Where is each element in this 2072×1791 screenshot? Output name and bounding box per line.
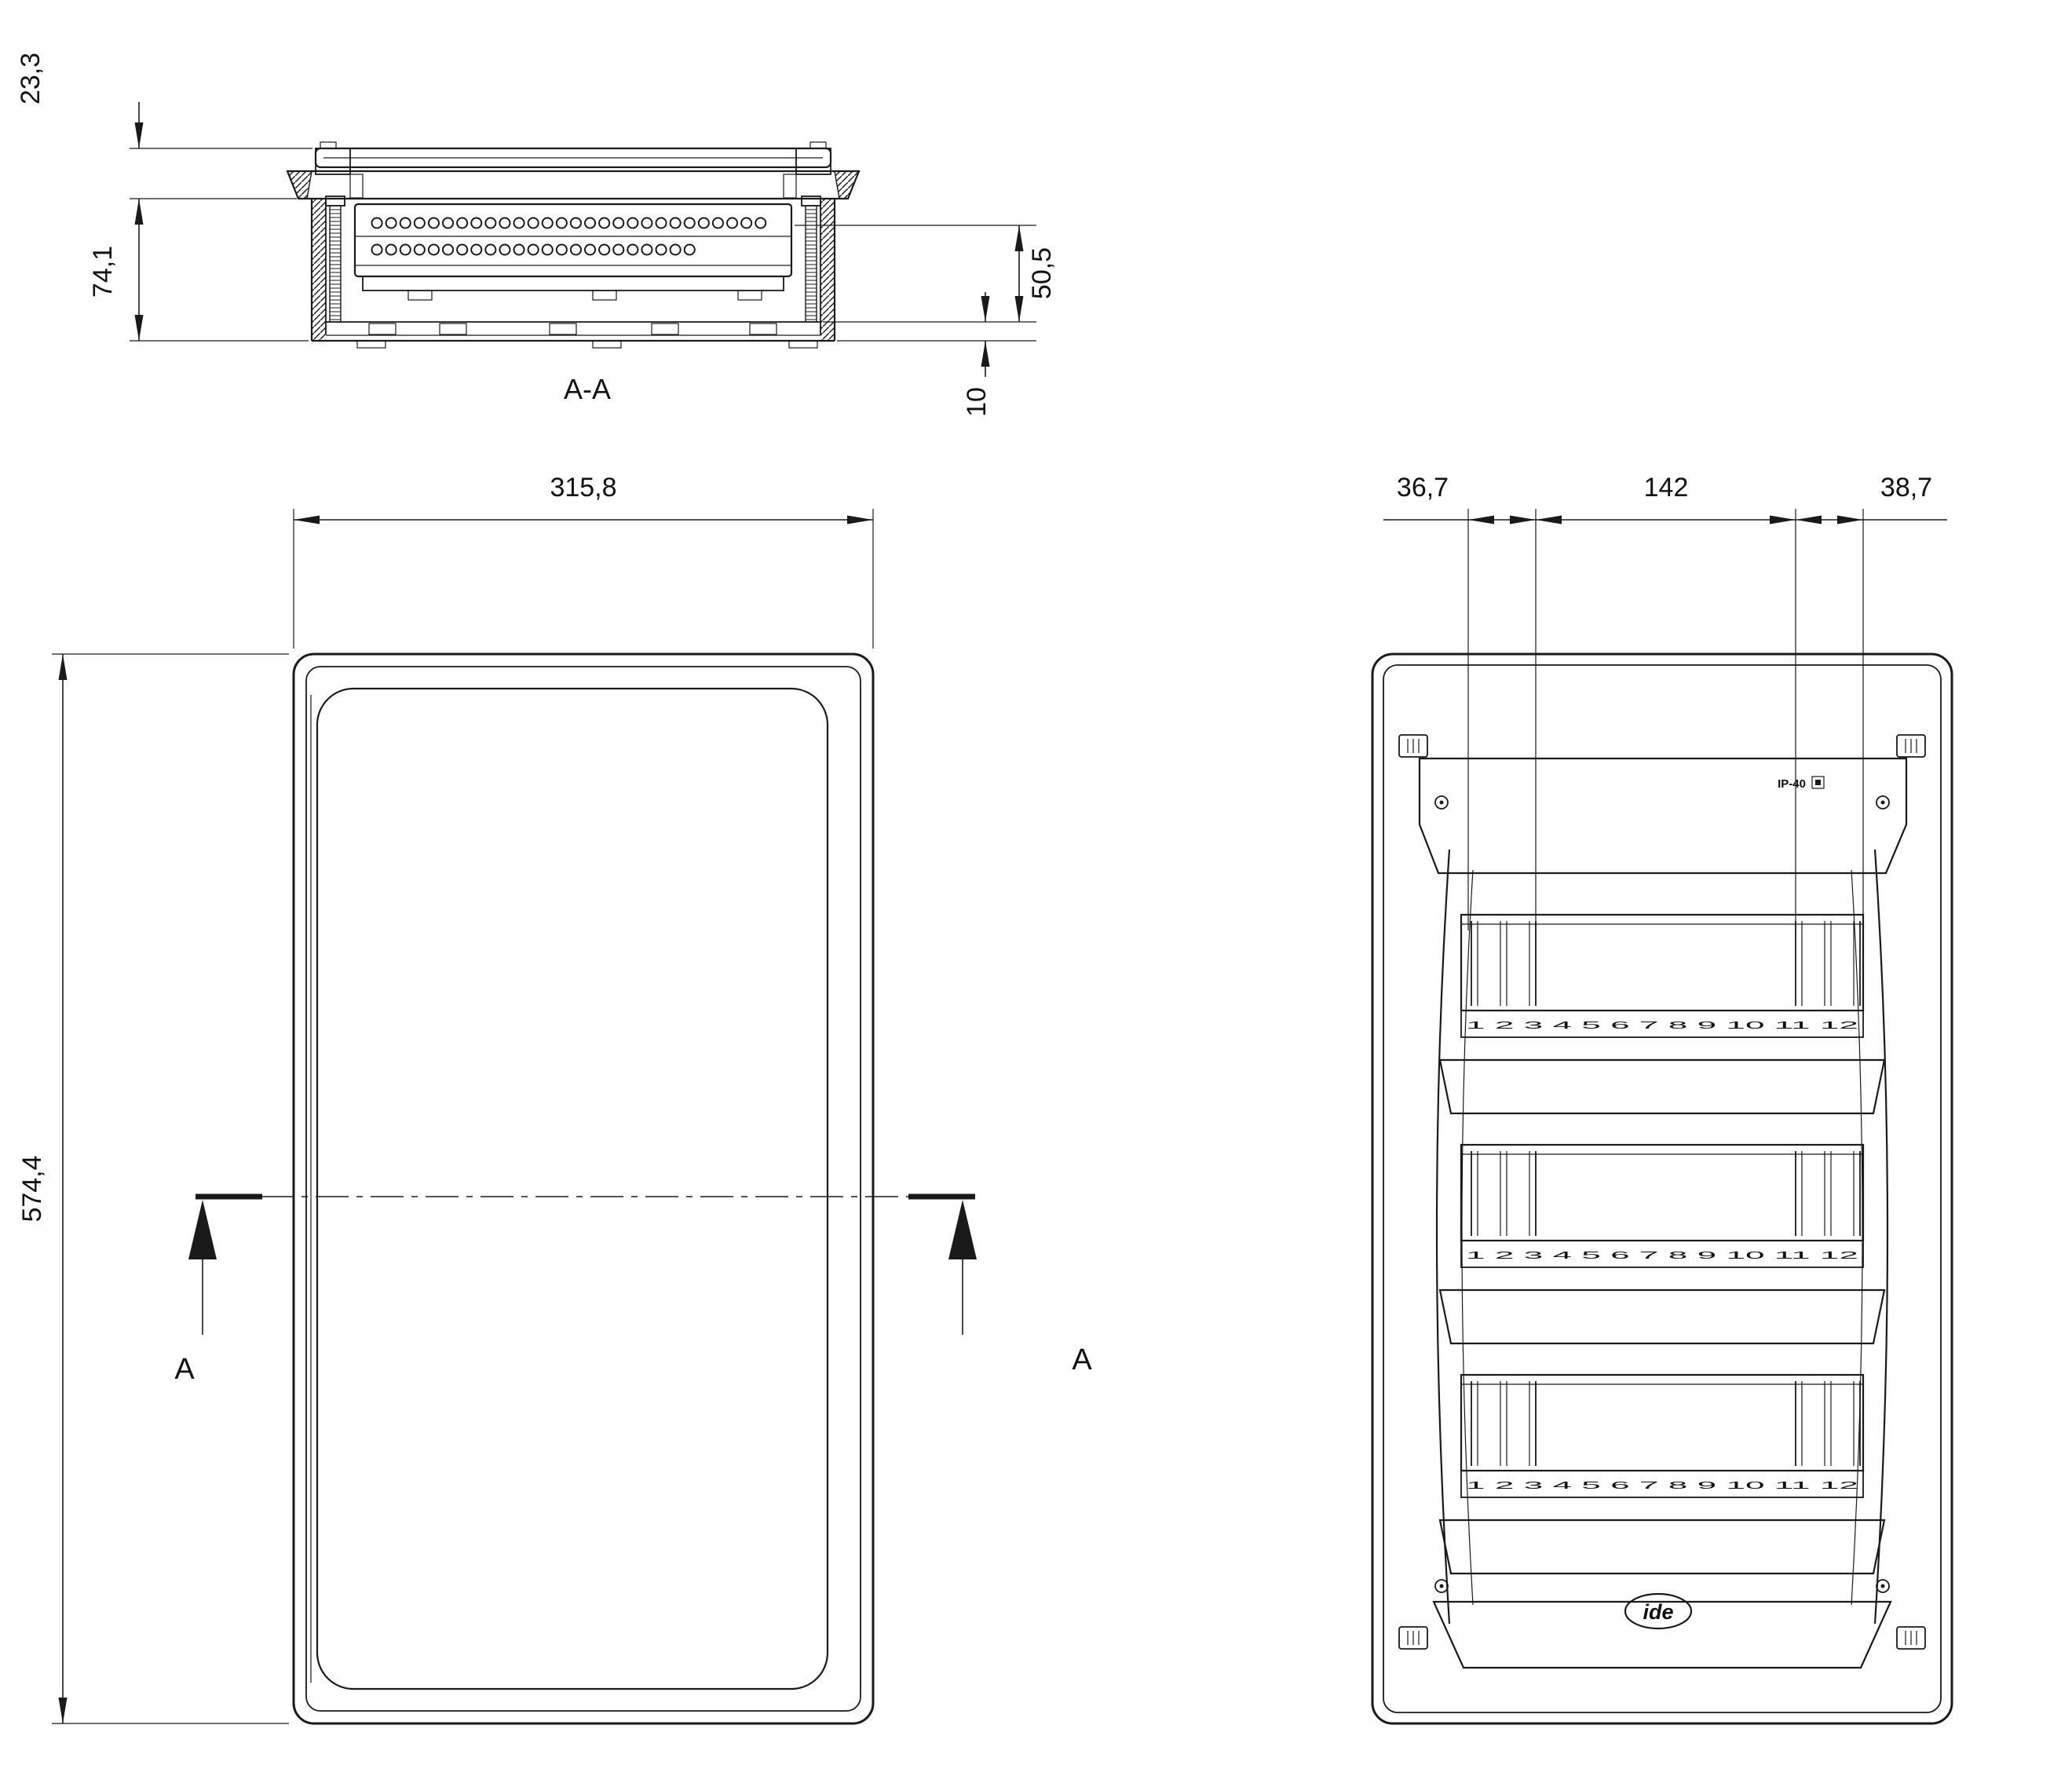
shelf-3 [1438, 1519, 1886, 1575]
corner-clip-bottom-left [1398, 1626, 1428, 1650]
front-door [316, 687, 829, 1690]
cut-label-right: A [1072, 1343, 1092, 1376]
section-title: A-A [564, 373, 611, 405]
section-cut-line: A A [174, 1193, 1092, 1386]
section-dim-left: 23,3 74,1 [16, 53, 312, 342]
section-door [314, 141, 832, 175]
section-terminal-strip [353, 203, 793, 278]
open-bottom-plate [1432, 1600, 1892, 1669]
module-scale-strip [1460, 1470, 1864, 1498]
screw-hole-bottom-left [1434, 1579, 1449, 1593]
module-scale-strip [1460, 1240, 1864, 1268]
section-screws [325, 196, 821, 323]
ip-rating-label: IP-40 [1778, 777, 1806, 791]
module-scale-row-1: 1 2 3 4 5 6 7 8 9 10 11 12 [1466, 1019, 1858, 1031]
front-inner-frame [305, 666, 861, 1712]
section-walls [310, 174, 836, 341]
corner-clip-bottom-right [1896, 1626, 1926, 1650]
dim-label-offset-right: 38,7 [1880, 473, 1932, 503]
front-dim-width: 315,8 [293, 473, 874, 649]
dim-label-depth-inner: 50,5 [1027, 247, 1057, 299]
module-scale-row-3: 1 2 3 4 5 6 7 8 9 10 11 12 [1466, 1479, 1858, 1491]
corner-clip-top-left [1398, 734, 1428, 758]
open-view: IP-40 1 2 3 4 5 6 7 8 9 10 11 12 [1371, 473, 1953, 1725]
section-frame [286, 170, 861, 200]
dim-label-width: 315,8 [550, 473, 616, 503]
shelf-1 [1438, 1058, 1886, 1115]
ip-rating-icon [1811, 776, 1825, 789]
module-row-1: 1 2 3 4 5 6 7 8 9 10 11 12 [1460, 913, 1865, 1038]
module-row-2: 1 2 3 4 5 6 7 8 9 10 11 12 [1460, 1143, 1865, 1268]
open-dims: 36,7 142 38,7 [1383, 473, 1947, 930]
dim-label-height: 574,4 [17, 1155, 47, 1222]
screw-hole-bottom-right [1876, 1579, 1890, 1593]
open-top-plate [1418, 757, 1908, 875]
dim-label-base: 10 [962, 387, 992, 417]
brand-logo-text: ide [1643, 1600, 1673, 1624]
open-inner-frame [1383, 664, 1942, 1713]
cut-label-left: A [174, 1353, 195, 1386]
shelf-2 [1438, 1288, 1886, 1345]
brand-logo: ide [1624, 1592, 1693, 1630]
front-view: A A 315,8 574,4 [17, 473, 1092, 1725]
module-scale-row-2: 1 2 3 4 5 6 7 8 9 10 11 12 [1466, 1249, 1858, 1261]
screw-hole-top-left [1434, 795, 1449, 810]
dim-label-depth-top: 23,3 [16, 53, 46, 104]
open-side-curves [1435, 849, 1889, 1625]
section-dim-right: 50,5 10 [795, 225, 1057, 417]
section-view: 23,3 74,1 50,5 10 A-A [16, 53, 1057, 417]
dim-label-depth-total: 74,1 [88, 246, 118, 298]
corner-clip-top-right [1896, 734, 1926, 758]
dim-label-rail-width: 142 [1644, 473, 1689, 503]
section-din-rail [362, 276, 784, 301]
front-dim-height: 574,4 [17, 653, 289, 1724]
open-outer-frame [1371, 652, 1953, 1725]
screw-hole-top-right [1876, 795, 1890, 810]
section-bottom [312, 321, 835, 349]
cut-arrow-left [188, 1200, 217, 1259]
ip-rating: IP-40 [1778, 776, 1825, 791]
front-outer-frame [292, 652, 875, 1725]
module-scale-strip [1460, 1010, 1864, 1038]
cut-arrow-right [948, 1200, 977, 1259]
dim-label-offset-left: 36,7 [1397, 473, 1449, 503]
module-row-3: 1 2 3 4 5 6 7 8 9 10 11 12 [1460, 1373, 1865, 1498]
